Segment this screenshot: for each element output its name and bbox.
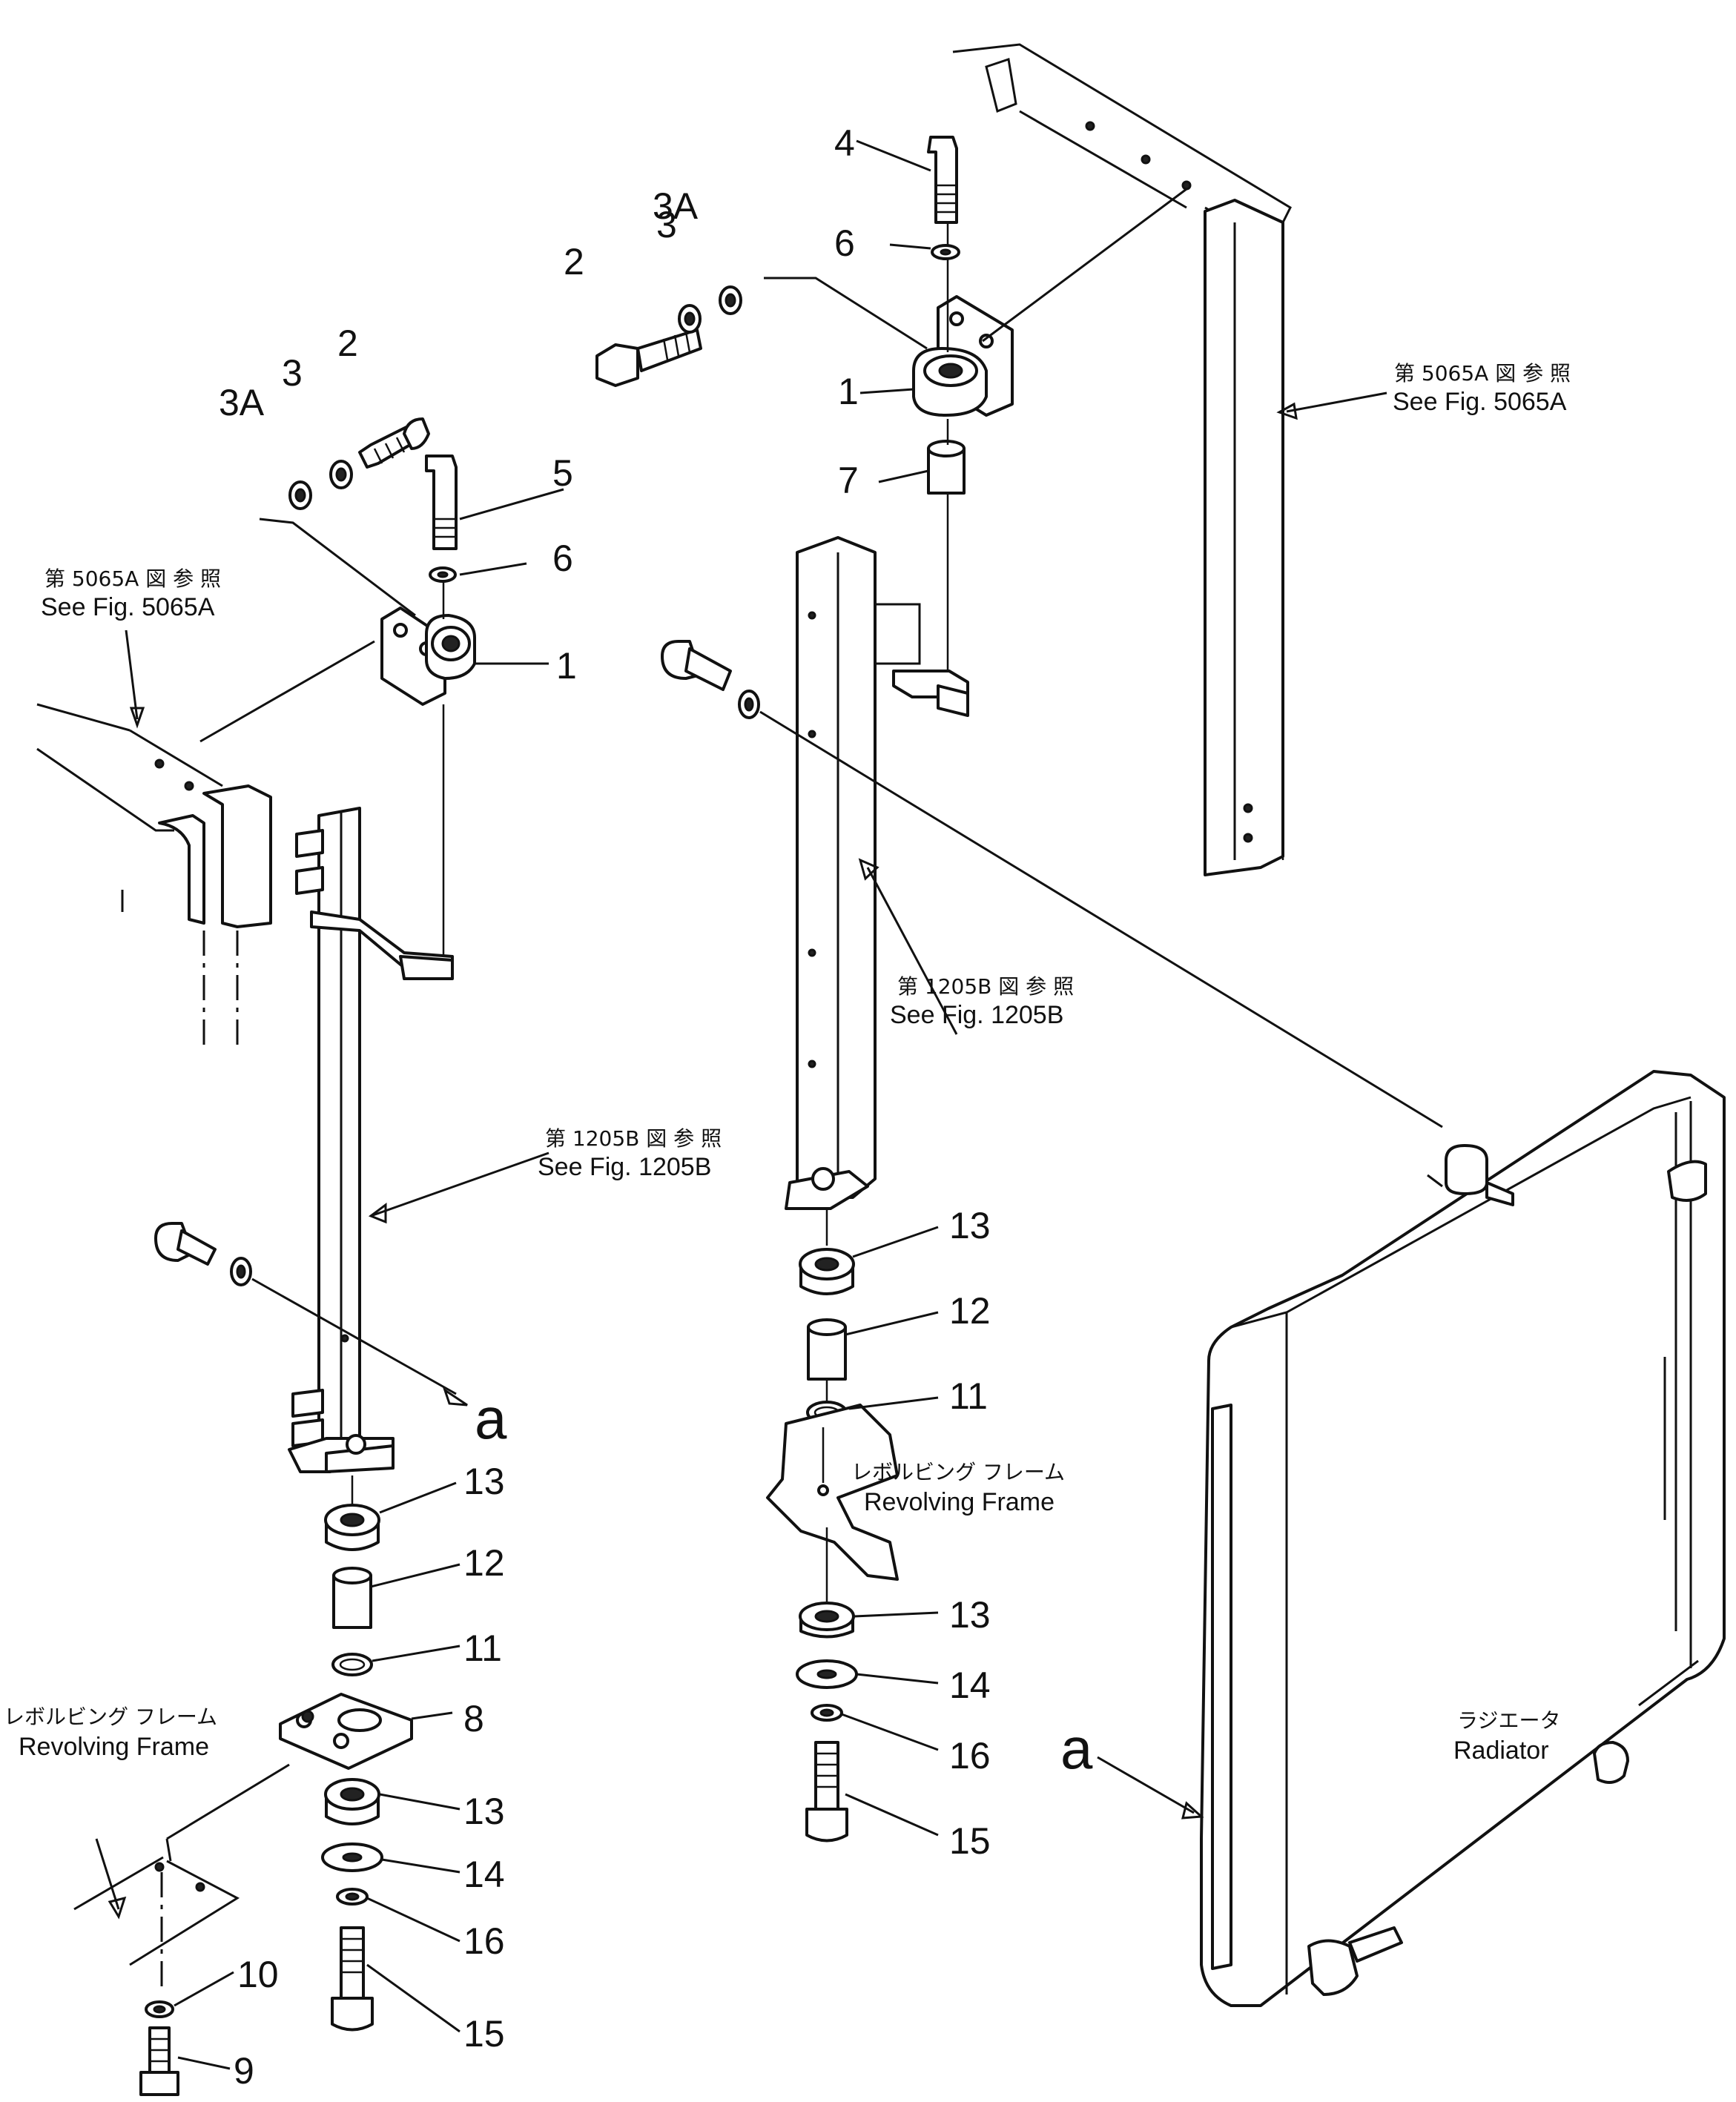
revolving-frame-left xyxy=(73,1763,290,1987)
middle-column xyxy=(785,536,969,1210)
label-1-left: 1 xyxy=(556,645,577,687)
label-16-left: 16 xyxy=(463,1920,505,1962)
revolving-frame-left-jp: レボルビング フレーム xyxy=(4,1705,217,1729)
upper-left-frame xyxy=(36,703,272,1045)
label-13-left-upper: 13 xyxy=(463,1461,505,1502)
mid-stack xyxy=(766,1209,899,1842)
label-6-left: 6 xyxy=(552,538,573,579)
cushion-13-left-upper xyxy=(324,1504,380,1551)
part-number-labels: 4 6 3A 3 2 1 7 3A 3 2 5 6 1 13 12 11 13 … xyxy=(219,122,1093,2092)
label-15-left: 15 xyxy=(463,2013,505,2055)
collar-12-left xyxy=(332,1567,372,1629)
label-10: 10 xyxy=(237,1954,279,1995)
left-mount-bracket xyxy=(380,607,476,706)
label-1-top: 1 xyxy=(838,371,859,412)
label-12-mid: 12 xyxy=(949,1290,991,1332)
ref-5065a-right-en: See Fig. 5065A xyxy=(1393,388,1567,416)
label-6-top: 6 xyxy=(834,222,855,264)
label-3A-top: 3A xyxy=(653,185,699,227)
label-13-left-lower: 13 xyxy=(463,1791,505,1832)
label-14-left: 14 xyxy=(463,1854,505,1895)
label-12-left: 12 xyxy=(463,1542,505,1584)
bolt-15-left xyxy=(331,1926,374,2032)
collar-7 xyxy=(927,440,966,495)
bolt-left-side xyxy=(154,1222,252,1286)
cushion-13-mid-lower xyxy=(799,1602,855,1639)
ref-1205b-left-jp: 第 1205B 図 参 照 xyxy=(545,1126,722,1151)
upper-right-frame xyxy=(952,43,1292,876)
reference-labels: 第 5065A 図 参 照 See Fig. 5065A 第 5065A 図 参… xyxy=(4,361,1571,1765)
label-11-left: 11 xyxy=(463,1627,502,1669)
bolt-9 xyxy=(139,2026,179,2096)
label-2-left: 2 xyxy=(337,323,358,364)
ref-5065a-left-jp: 第 5065A 図 参 照 xyxy=(44,566,221,591)
label-4: 4 xyxy=(834,122,855,164)
label-14-mid: 14 xyxy=(949,1665,991,1706)
label-13-mid-upper: 13 xyxy=(949,1205,991,1246)
leader-lines xyxy=(125,139,1443,2070)
revolving-frame-left-en: Revolving Frame xyxy=(19,1733,209,1761)
label-9: 9 xyxy=(234,2050,254,2092)
plate-8 xyxy=(279,1693,413,1770)
bolt-mid-side xyxy=(661,640,760,719)
label-8: 8 xyxy=(463,1698,484,1739)
label-11-mid: 11 xyxy=(949,1375,988,1417)
label-3-top: 3 xyxy=(656,204,677,245)
label-5: 5 xyxy=(552,452,573,494)
radiator xyxy=(1200,1070,1726,2007)
label-16-mid: 16 xyxy=(949,1735,991,1777)
label-13-mid-lower: 13 xyxy=(949,1594,991,1636)
bolt-2-top xyxy=(595,328,702,387)
radiator-jp: ラジエータ xyxy=(1457,1708,1560,1733)
revolving-frame-mid xyxy=(766,1404,899,1581)
bolt-2-left xyxy=(358,417,430,469)
label-a-left: a xyxy=(475,1386,507,1451)
revolving-frame-mid-jp: レボルビング フレーム xyxy=(851,1460,1065,1484)
bolt-4 xyxy=(927,136,958,224)
left-stack xyxy=(279,1475,413,2032)
ref-5065a-right-jp: 第 5065A 図 参 照 xyxy=(1394,361,1571,386)
label-7: 7 xyxy=(838,460,859,501)
label-2-top: 2 xyxy=(564,241,584,282)
ref-1205b-mid-en: See Fig. 1205B xyxy=(890,1001,1063,1029)
upper-mount-bracket xyxy=(912,295,1014,417)
bolt-5 xyxy=(425,455,458,550)
cushion-13-mid-upper xyxy=(799,1248,855,1295)
label-a-right: a xyxy=(1060,1716,1093,1781)
ref-1205b-left-en: See Fig. 1205B xyxy=(538,1153,711,1181)
ref-1205b-mid-jp: 第 1205B 図 参 照 xyxy=(897,974,1074,999)
radiator-en: Radiator xyxy=(1453,1736,1549,1765)
bolt-15-mid xyxy=(805,1741,848,1842)
collar-12-mid xyxy=(807,1318,847,1381)
label-3A-left: 3A xyxy=(219,382,265,423)
ref-5065a-left-en: See Fig. 5065A xyxy=(41,593,215,621)
label-3-left: 3 xyxy=(282,352,303,394)
left-column xyxy=(288,807,454,1473)
label-15-mid: 15 xyxy=(949,1820,991,1862)
cushion-13-left-lower xyxy=(324,1778,380,1825)
revolving-frame-mid-en: Revolving Frame xyxy=(864,1488,1055,1516)
ring-11-left xyxy=(331,1653,373,1676)
